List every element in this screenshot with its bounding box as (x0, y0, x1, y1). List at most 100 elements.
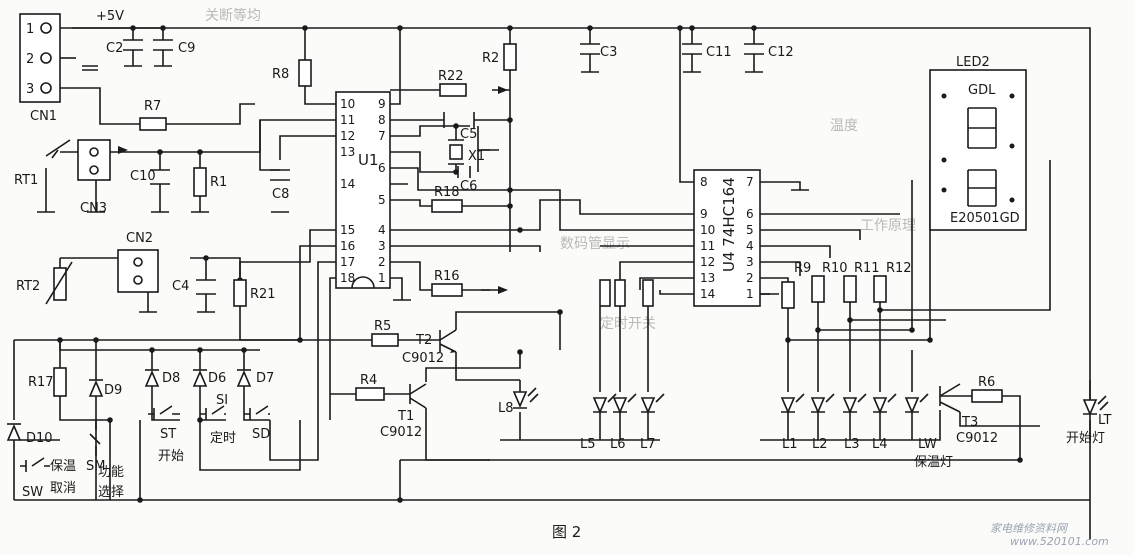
u1-pin: 11 (340, 113, 355, 127)
u4-pin: 6 (746, 207, 754, 221)
resistor-r10 (811, 275, 825, 303)
resistor-u4-out (599, 279, 611, 307)
resistor-r5 (371, 333, 399, 347)
u4-pin: 4 (746, 239, 754, 253)
led-lt: LT 开始灯 (1066, 395, 1111, 446)
sw-label: SW (22, 485, 43, 500)
t1-model: C9012 (380, 425, 422, 440)
lw-caption: 保温灯 (914, 455, 953, 470)
supply-label: +5V (96, 9, 124, 24)
led-l6: L6 (610, 393, 637, 452)
junction-dots (57, 25, 1023, 503)
led-display-led2: LED2 GDL E20501GD (929, 55, 1027, 231)
c8-label: C8 (272, 187, 289, 202)
u1-pin: 5 (378, 193, 386, 207)
u4-pin: 13 (700, 271, 715, 285)
l5-label: L5 (580, 437, 596, 452)
u4-pin: 1 (746, 287, 754, 301)
sw-caption: 取消 (50, 481, 76, 496)
connector-cn2: CN2 (117, 231, 159, 293)
wires (13, 27, 1091, 540)
u1-pin: 4 (378, 223, 386, 237)
figure-caption: 图 2 (552, 523, 581, 541)
ground-symbols (37, 65, 809, 313)
resistor-r6 (971, 389, 1003, 403)
r5-label: R5 (374, 319, 391, 334)
rt1-label: RT1 (14, 173, 38, 188)
connector-cn1: 1 2 3 CN1 +5V (19, 9, 124, 124)
watermark-url: www.520101.com (1010, 535, 1109, 548)
cn2-label: CN2 (126, 231, 153, 246)
c3-label: C3 (600, 45, 617, 60)
resistor-r4 (355, 387, 385, 401)
d6-label: D6 (208, 371, 226, 386)
rt2-label: RT2 (16, 279, 40, 294)
cn3-label: CN3 (80, 201, 107, 216)
background-text-line: 温度 (830, 118, 858, 134)
resistor-r2 (503, 43, 517, 71)
resistor-u4-out (614, 279, 626, 307)
r7-label: R7 (144, 99, 161, 114)
u4-pin: 5 (746, 223, 754, 237)
led2-model: E20501GD (950, 211, 1020, 226)
switch-si: SI 定时 (200, 393, 236, 446)
switch-sw: SW 保温 取消 (20, 457, 76, 500)
r1-label: R1 (210, 175, 227, 190)
c4-label: C4 (172, 279, 189, 294)
lw-label: LW (918, 437, 937, 452)
thermistor-rt1: RT1 (14, 139, 71, 188)
cn1-pin-label: 3 (26, 82, 34, 97)
background-text-line: 工作原理 (860, 218, 916, 234)
resistor-r18 (431, 199, 463, 213)
st-label: ST (160, 427, 176, 442)
u1-pin: 12 (340, 129, 355, 143)
led-l7: L7 (640, 393, 665, 452)
t3-label: T3 (961, 415, 978, 430)
u4-pin: 7 (746, 175, 754, 189)
l4-label: L4 (872, 437, 888, 452)
resistor-r21 (233, 279, 247, 307)
led-l4: L4 (872, 393, 897, 452)
sd-label: SD (252, 427, 270, 442)
r11-label: R11 (854, 261, 880, 276)
u1-pin: 13 (340, 145, 355, 159)
c2-label: C2 (106, 41, 123, 56)
r12-label: R12 (886, 261, 912, 276)
diodes: D9 D8 D6 D7 D10 (6, 369, 274, 446)
led-l3: L3 (842, 393, 867, 452)
u1-pin: 9 (378, 97, 386, 111)
resistor-r9 (781, 281, 795, 309)
u1-label: U1 (358, 151, 379, 169)
leds: L8 L5 L6 L7 L1 L2 L3 L4 (498, 387, 1111, 470)
l8-label: L8 (498, 401, 514, 416)
sm-caption: 功能 (98, 465, 124, 480)
lt-label: LT (1098, 413, 1111, 428)
resistor-r16 (431, 283, 463, 297)
background-text-line: 数码管显示 (560, 236, 630, 252)
switch-sd: SD (244, 405, 270, 442)
u4-pin: 8 (700, 175, 708, 189)
t1-label: T1 (397, 409, 414, 424)
background-text-line: 定时开关 (600, 316, 656, 332)
d7-label: D7 (256, 371, 274, 386)
led-lw: LW 保温灯 (904, 393, 953, 470)
l1-label: L1 (782, 437, 798, 452)
sm-label: SM (86, 459, 105, 474)
resistor-r1 (193, 167, 207, 197)
u1-pin: 1 (378, 271, 386, 285)
resistor-r11 (843, 275, 857, 303)
r6-label: R6 (978, 375, 995, 390)
u4-label: U4 74HC164 (720, 177, 738, 272)
u1-pin: 3 (378, 239, 386, 253)
r21-label: R21 (250, 287, 276, 302)
led-l8: L8 (498, 387, 539, 416)
signal-arrows (118, 86, 508, 294)
l6-label: L6 (610, 437, 626, 452)
l3-label: L3 (844, 437, 860, 452)
r9-label: R9 (794, 261, 811, 276)
u1-pin: 10 (340, 97, 355, 111)
u4-pin: 14 (700, 287, 715, 301)
si-label: SI (216, 393, 228, 408)
t2-label: T2 (415, 333, 432, 348)
ic-u1: U1 10 11 12 13 14 15 16 17 18 9 8 7 6 5 … (335, 91, 391, 289)
